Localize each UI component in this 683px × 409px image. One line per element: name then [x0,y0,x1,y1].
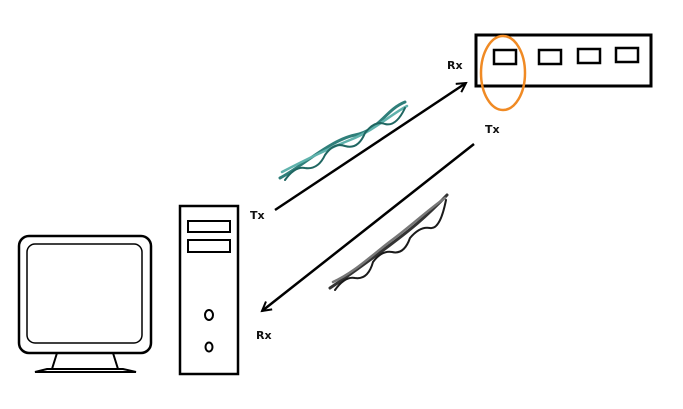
port-highlight-circle [479,34,527,112]
switch-port-2 [537,48,563,66]
pc-tower-icon [178,204,240,376]
network-switch-icon [474,33,653,88]
tx-arrow [274,83,466,212]
twisted-pair-cable-icon-2 [328,193,449,291]
monitor-icon [17,234,153,373]
pc-rx-label: Rx [256,329,272,342]
switch-port-4 [614,46,640,64]
switch-port-1 [492,48,518,66]
switch-tx-label: Tx [485,123,500,136]
pc-tx-label: Tx [250,209,265,222]
rx-arrow [262,143,475,311]
switch-rx-label: Rx [447,59,463,72]
twisted-pair-cable-icon [278,100,409,181]
switch-port-3 [576,47,602,65]
